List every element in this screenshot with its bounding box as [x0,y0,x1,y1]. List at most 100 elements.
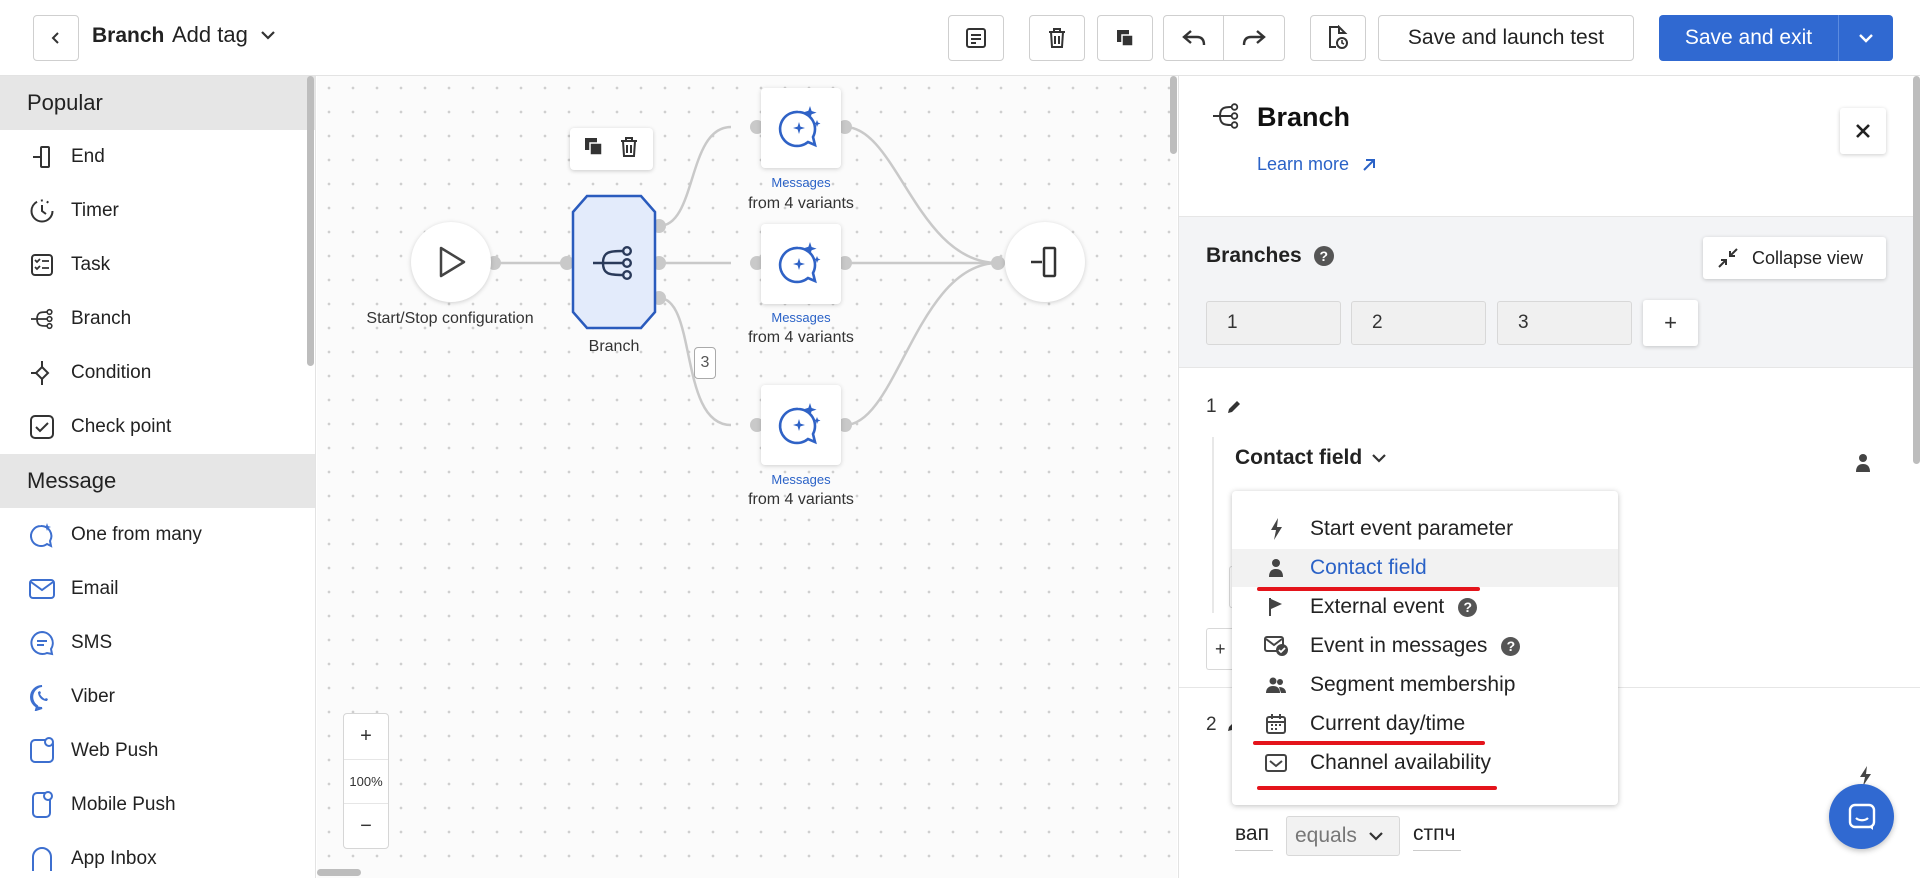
add-condition-button-partial[interactable]: + [1206,628,1232,670]
canvas-vertical-scrollbar[interactable] [1170,76,1177,154]
zoom-control: + 100% − [343,713,389,849]
canvas-horizontal-scrollbar[interactable] [317,869,361,876]
note-icon [966,28,986,48]
palette-item-label: One from many [71,524,202,545]
operator-dropdown[interactable]: equals [1286,816,1400,856]
save-exit-group: Save and exit [1659,15,1893,61]
chevron-down-icon [1372,453,1386,463]
palette-item-timer[interactable]: Timer [0,184,315,238]
panel-scrollbar[interactable] [1913,76,1920,464]
save-exit-label: Save and exit [1684,26,1813,49]
zoom-out-button[interactable]: − [360,815,372,837]
end-node[interactable] [1005,222,1085,302]
palette-item-sms[interactable]: SMS [0,616,315,670]
collapse-icon [1718,248,1738,268]
redo-button[interactable] [1224,16,1284,60]
end-icon [27,142,57,172]
menu-item-channel-availability[interactable]: Channel availability [1232,744,1618,782]
palette-item-branch[interactable]: Branch [0,292,315,346]
save-exit-dropdown-button[interactable] [1839,15,1893,61]
highlight-underline-current-day-time [1253,741,1485,745]
message-node-label: from 4 variants [748,491,854,508]
help-icon[interactable]: ? [1313,246,1334,266]
menu-item-contact-field[interactable]: Contact field [1232,549,1618,587]
branch-node[interactable] [571,194,657,330]
section-message: Message [0,454,315,508]
zoom-in-button[interactable]: + [360,725,372,747]
message-node[interactable] [761,88,841,168]
panel-title: Branch [1257,102,1351,132]
sidebar-scrollbar[interactable] [307,76,314,366]
close-icon [1856,124,1870,138]
menu-item-label: Channel availability [1310,751,1491,774]
menu-item-label: Start event parameter [1310,517,1514,540]
palette-item-label: Condition [71,362,152,383]
palette-item-viber[interactable]: Viber [0,670,315,724]
chat-support-button[interactable] [1829,784,1894,849]
message-node-type: Messages [771,175,831,190]
message-node-type: Messages [771,472,831,487]
palette-item-label: App Inbox [71,848,157,869]
back-button[interactable] [33,15,79,61]
palette-item-email[interactable]: Email [0,562,315,616]
palette-item-checkpoint[interactable]: Check point [0,400,315,454]
menu-item-event-in-messages[interactable]: Event in messages ? [1232,627,1618,665]
message-node[interactable] [761,224,841,304]
sms-icon [27,628,57,658]
chevron-left-icon [51,32,59,44]
branch-tab[interactable]: 2 [1351,301,1486,345]
palette-item-web-push[interactable]: Web Push [0,724,315,778]
save-exit-button[interactable]: Save and exit [1659,15,1839,61]
help-icon[interactable]: ? [1458,597,1478,617]
email-icon [27,574,57,604]
branch-tab[interactable]: 1 [1206,301,1341,345]
palette-item-label: Timer [71,200,119,221]
branch-number: 2 [1206,714,1217,735]
trash-icon [1049,28,1065,48]
palette-item-label: Check point [71,416,172,437]
undo-button[interactable] [1164,16,1224,60]
menu-item-segment-membership[interactable]: Segment membership [1232,666,1618,704]
delete-node-icon[interactable] [618,135,640,164]
palette-item-end[interactable]: End [0,130,315,184]
start-stop-node[interactable] [411,222,491,302]
test-settings-button[interactable] [1310,15,1366,61]
calendar-icon [1262,710,1290,738]
inbox-icon [1262,749,1290,777]
condition-type-dropdown[interactable]: Contact field [1235,446,1386,470]
pencil-icon[interactable] [1225,398,1241,416]
undo-icon [1181,30,1205,46]
copy-node-icon[interactable] [583,136,605,163]
add-branch-button[interactable]: + [1643,300,1698,346]
palette-item-condition[interactable]: Condition [0,346,315,400]
message-node[interactable] [761,385,841,465]
bottom-value-input[interactable]: стпч [1413,822,1461,851]
flow-canvas[interactable]: Start/Stop configuration Branch 3 Messag… [317,76,1177,878]
close-panel-button[interactable] [1840,108,1886,154]
sparkle-chat-icon [778,106,821,148]
menu-item-start-event-parameter[interactable]: Start event parameter [1232,510,1618,548]
save-launch-test-button[interactable]: Save and launch test [1378,15,1634,61]
delete-button[interactable] [1029,15,1085,61]
message-node-label: from 4 variants [748,329,854,346]
palette-item-one-from-many[interactable]: One from many [0,508,315,562]
palette-item-app-inbox[interactable]: App Inbox [0,832,315,878]
copy-button[interactable] [1097,15,1153,61]
menu-item-external-event[interactable]: External event ? [1232,588,1618,626]
operator-label: equals [1295,824,1357,847]
branches-heading-label: Branches [1206,244,1302,267]
learn-more-label: Learn more [1257,154,1350,174]
menu-item-current-day-time[interactable]: Current day/time [1232,705,1618,743]
add-tag-button[interactable]: Add tag [172,22,276,48]
menu-item-label: Segment membership [1310,673,1516,696]
person-icon [1856,454,1870,472]
branch-tab[interactable]: 3 [1497,301,1632,345]
learn-more-link[interactable]: Learn more [1257,154,1377,175]
bottom-field-value[interactable]: вап [1235,822,1273,851]
notes-button[interactable] [948,15,1004,61]
palette-item-mobile-push[interactable]: Mobile Push [0,778,315,832]
help-icon[interactable]: ? [1501,636,1521,656]
palette-item-task[interactable]: Task [0,238,315,292]
collapse-view-button[interactable]: Collapse view [1703,237,1886,279]
lightning-icon [1860,766,1871,786]
